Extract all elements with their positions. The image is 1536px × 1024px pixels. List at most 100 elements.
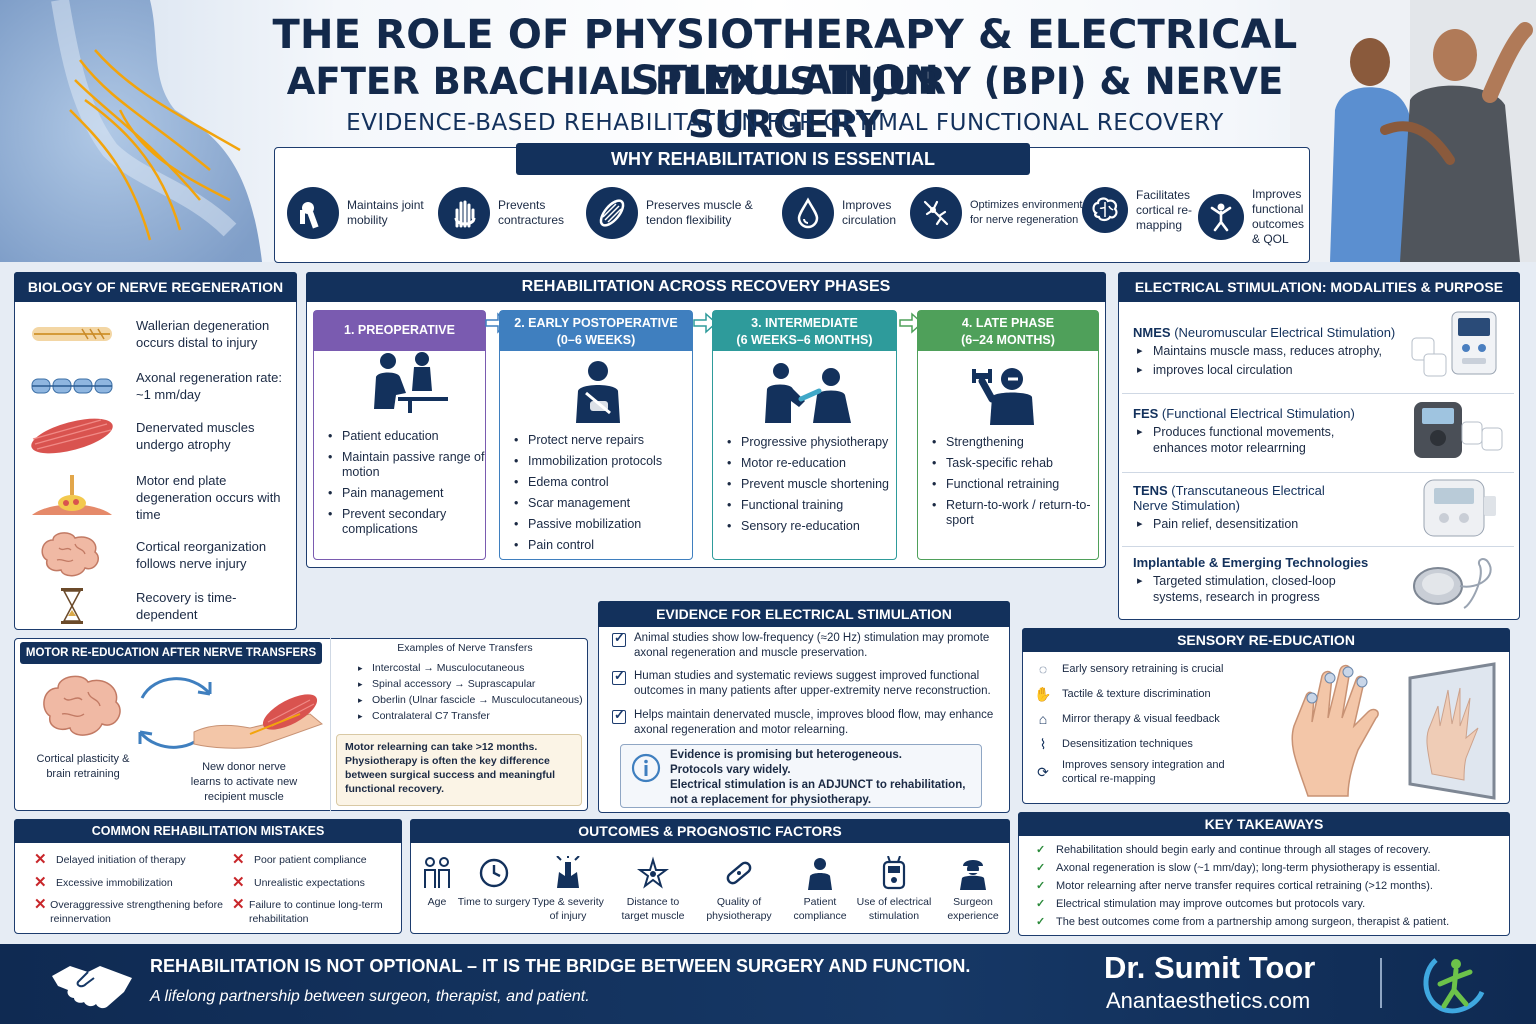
author-name: Dr. Sumit Toor bbox=[1104, 950, 1316, 985]
stimulator-icon bbox=[853, 855, 935, 891]
divider bbox=[1122, 393, 1514, 394]
sensory-item: ◌Early sensory retraining is crucial bbox=[1034, 660, 1224, 678]
phase-arrow-icon bbox=[693, 312, 718, 334]
takeaway-text: Motor relearning after nerve transfer re… bbox=[1056, 880, 1433, 892]
why-label: Improves functional outcomes & QOL bbox=[1252, 187, 1305, 246]
outcome-text: Age bbox=[427, 896, 447, 908]
brachial-plexus-illustration bbox=[0, 0, 262, 262]
takeaway-item: ✓The best outcomes come from a partnersh… bbox=[1036, 915, 1449, 929]
phase-bullet: Strengthening bbox=[932, 435, 1098, 450]
handshake-icon bbox=[52, 966, 132, 1009]
phase-bullet: Prevent muscle shortening bbox=[727, 477, 889, 492]
takeaways-title: KEY TAKEAWAYS bbox=[1018, 812, 1510, 836]
main-title-line1: THE ROLE OF PHYSIOTHERAPY & ELECTRICAL S… bbox=[272, 12, 1298, 104]
footer-headline: REHABILITATION IS NOT OPTIONAL – IT IS T… bbox=[150, 956, 971, 976]
bio-item-endplate: Motor end plate degeneration occurs with… bbox=[22, 472, 286, 523]
phase-bullets: Protect nerve repairs Immobilization pro… bbox=[514, 433, 662, 559]
fes-device-image bbox=[1414, 402, 1503, 458]
sensory-text: Tactile & texture discrimination bbox=[1062, 688, 1211, 700]
takeaway-item: ✓Axonal regeneration is slow (~1 mm/day)… bbox=[1036, 861, 1440, 875]
sensory-item: ⌂ Mirror therapy & visual feedback bbox=[1034, 710, 1220, 728]
check-icon: ✓ bbox=[1036, 898, 1046, 910]
why-item-circulation: Improves circulation bbox=[782, 187, 912, 239]
phase-bullet: Edema control bbox=[514, 475, 662, 490]
mirror-icon: ⌂ bbox=[1038, 711, 1048, 727]
outcome-text: Type & severity of injury bbox=[532, 896, 604, 922]
touch-icon: ◌ bbox=[1038, 661, 1048, 677]
phase-label-text: 1. PREOPERATIVE bbox=[344, 323, 455, 337]
mistake-item: ✕Delayed initiation of therapy bbox=[34, 852, 224, 867]
mistake-item: ✕ Poor patient compliance bbox=[232, 851, 400, 868]
sensory-item: ⟳Improves sensory integration and cortic… bbox=[1034, 758, 1252, 786]
target-icon bbox=[612, 855, 694, 891]
phase-bullet: Pain control bbox=[514, 538, 662, 553]
estim-name-text: FES bbox=[1133, 406, 1159, 421]
integration-icon: ⟳ bbox=[1037, 764, 1049, 780]
evidence-note-box bbox=[620, 744, 982, 808]
estim-name-text: Implantable & Emerging Technologies bbox=[1133, 555, 1369, 570]
main-subtitle: EVIDENCE-BASED REHABILITATION FOR OPTIMA… bbox=[346, 110, 1224, 136]
phase-bullet: Pain management bbox=[328, 486, 485, 501]
arm-muscle-illustration bbox=[193, 694, 323, 749]
x-icon: ✕ bbox=[34, 874, 47, 891]
muscle-icon bbox=[586, 187, 638, 239]
checkbox-icon bbox=[612, 630, 626, 647]
why-label: Improves circulation bbox=[842, 198, 897, 227]
why-item-nerve: Optimizes environment for nerve regenera… bbox=[910, 187, 1090, 239]
mistakes-title: COMMON REHABILITATION MISTAKES bbox=[14, 819, 402, 843]
why-label: Facilitates cortical re-mapping bbox=[1136, 187, 1193, 232]
estim-name: Implantable & Emerging Technologies bbox=[1133, 555, 1411, 570]
evidence-note-line: Protocols vary widely. bbox=[670, 764, 791, 776]
mistake-text: Poor patient compliance bbox=[254, 854, 367, 866]
sensory-item: ⌇Desensitization techniques bbox=[1034, 735, 1193, 753]
divider bbox=[1122, 472, 1514, 473]
strength-training-icon bbox=[972, 368, 1034, 425]
myelinated-axon-illustration bbox=[22, 364, 122, 408]
sensory-text: Mirror therapy & visual feedback bbox=[1062, 713, 1220, 725]
phase-bullet: Prevent secondary complications bbox=[328, 507, 485, 537]
x-icon: ✕ bbox=[232, 851, 245, 868]
phase-bullet: Progressive physiotherapy bbox=[727, 435, 889, 450]
biology-title: BIOLOGY OF NERVE REGENERATION bbox=[14, 272, 297, 302]
mistake-item: ✕Overaggressive strengthening before rei… bbox=[34, 897, 224, 926]
estim-bullet: Pain relief, desensitization bbox=[1133, 516, 1411, 532]
phase-bullet: Functional retraining bbox=[932, 477, 1098, 492]
evidence-item: Human studies and systematic reviews sug… bbox=[612, 668, 1004, 699]
arm-sling-icon bbox=[576, 361, 620, 423]
phase-bullet: Return-to-work / return-to-sport bbox=[932, 498, 1098, 528]
mistake-text: Delayed initiation of therapy bbox=[56, 854, 186, 866]
physiotherapy-session-illustration bbox=[1290, 0, 1536, 262]
takeaway-item: ✓Rehabilitation should begin early and c… bbox=[1036, 843, 1431, 857]
checkbox-icon bbox=[612, 668, 626, 685]
phase-label-text: 3. INTERMEDIATE bbox=[751, 316, 858, 330]
takeaway-text: Electrical stimulation may improve outco… bbox=[1056, 898, 1366, 910]
brain-illustration bbox=[22, 528, 122, 582]
phase-label: 3. INTERMEDIATE (6 WEEKS–6 MONTHS) bbox=[713, 311, 896, 351]
muscle-illustration bbox=[22, 414, 122, 458]
estim-fullname: (Transcutaneous Electrical Nerve Stimula… bbox=[1133, 483, 1325, 513]
bio-text: Motor end plate degeneration occurs with… bbox=[136, 473, 281, 522]
brain-icon bbox=[1082, 187, 1128, 233]
estim-implantable: Implantable & Emerging Technologies Targ… bbox=[1133, 555, 1411, 605]
footer-band bbox=[0, 944, 1536, 1024]
phase-bullet: Motor re-education bbox=[727, 456, 889, 471]
patient-icon bbox=[779, 855, 861, 891]
evidence-text: Human studies and systematic reviews sug… bbox=[634, 670, 991, 697]
evidence-text: Animal studies show low-frequency (≈20 H… bbox=[634, 632, 990, 659]
phase-label-text: 2. EARLY POSTOPERATIVE bbox=[514, 316, 678, 330]
nerve-transfer-box bbox=[330, 638, 588, 811]
sensory-item: ✋ Tactile & texture discrimination bbox=[1034, 685, 1211, 703]
phase-bullet: Task-specific rehab bbox=[932, 456, 1098, 471]
hand-icon: ✋ bbox=[1034, 686, 1052, 702]
estim-nmes: NMES (Neuromuscular Electrical Stimulati… bbox=[1133, 325, 1411, 378]
motor-note: Motor relearning can take >12 months. Ph… bbox=[336, 734, 582, 806]
check-icon: ✓ bbox=[1036, 880, 1046, 892]
therapist-assist-icon bbox=[765, 363, 851, 423]
takeaway-text: Rehabilitation should begin early and co… bbox=[1056, 844, 1431, 856]
phase-label-text: 4. LATE PHASE bbox=[961, 316, 1055, 330]
phase-bullets: Patient education Maintain passive range… bbox=[328, 429, 485, 543]
mistake-item: ✕Failure to continue long-term rehabilit… bbox=[232, 897, 400, 926]
phase-sub-text: (6 WEEKS–6 MONTHS) bbox=[736, 333, 873, 347]
bio-text: Wallerian degeneration occurs distal to … bbox=[136, 318, 270, 350]
transfer-example: Oberlin (Ulnar fascicle → Musculocutaneo… bbox=[358, 692, 586, 708]
